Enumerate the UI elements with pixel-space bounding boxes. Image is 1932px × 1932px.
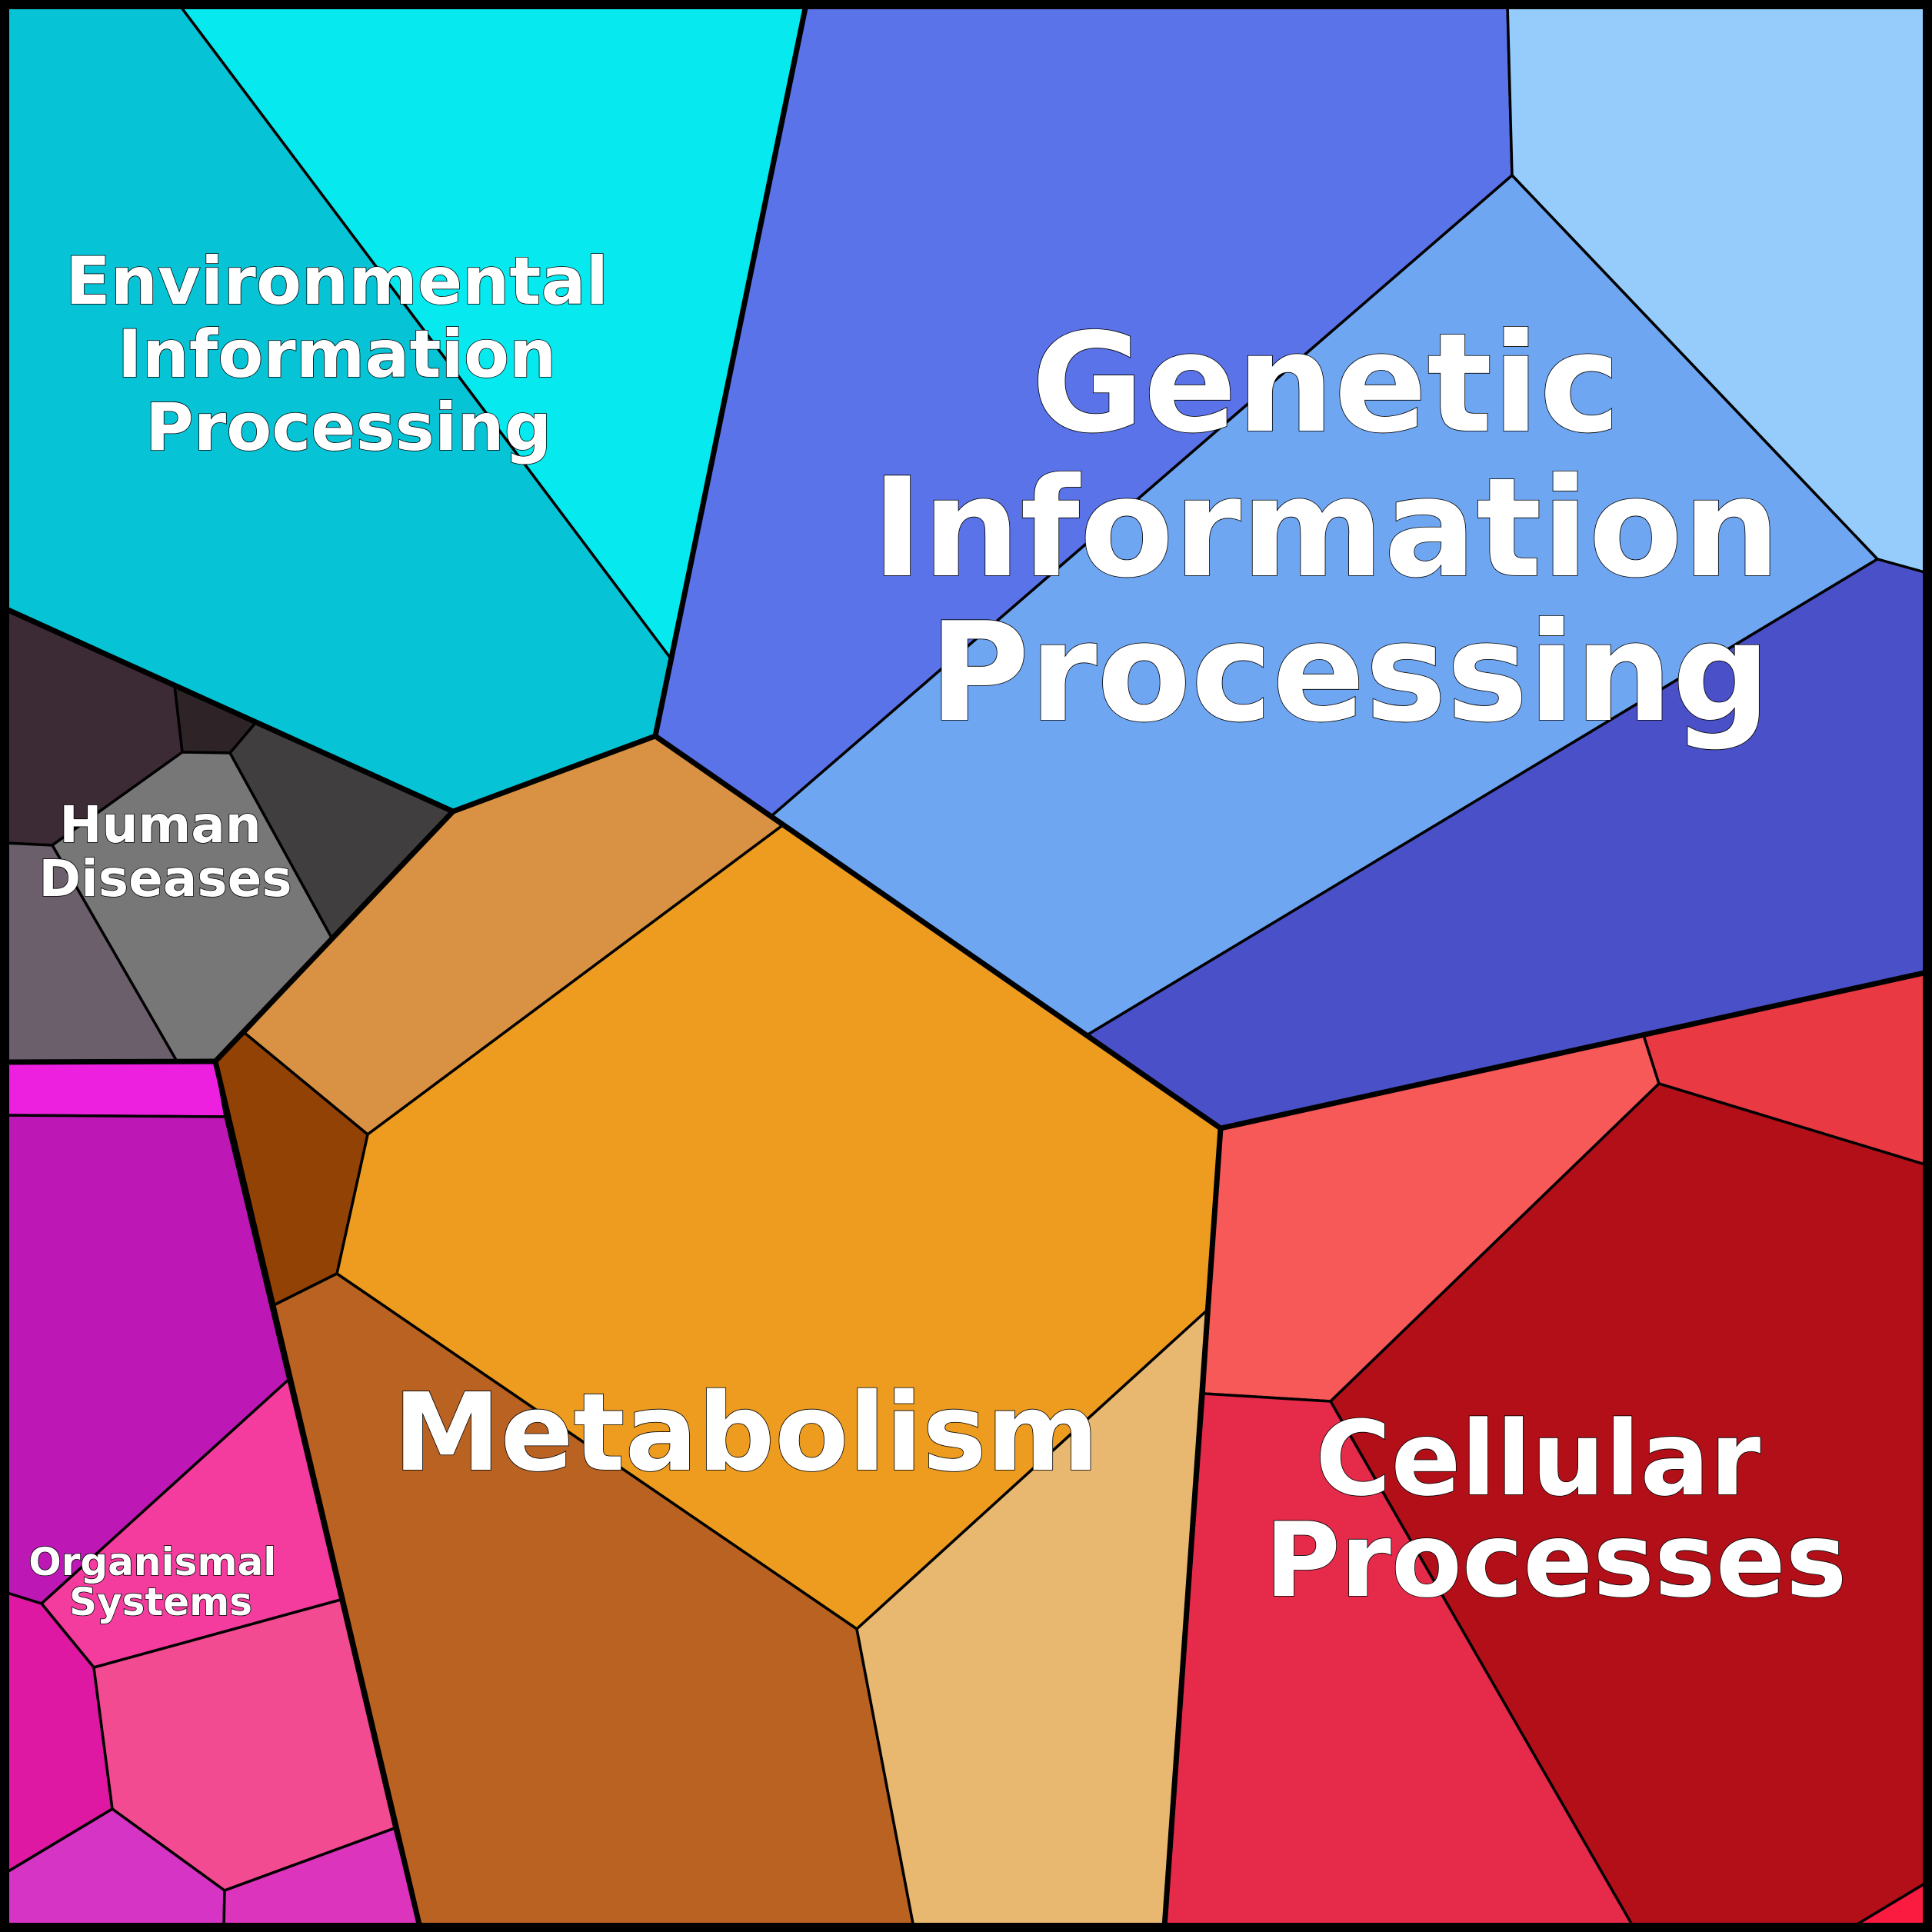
label-line: Processing xyxy=(929,593,1770,752)
label-metabolism: Metabolism xyxy=(393,1371,1098,1496)
group-human-diseases xyxy=(3,607,455,1064)
label-cellular-processes: Cellular Processes xyxy=(1265,1399,1847,1621)
border-environmental-human xyxy=(3,605,455,814)
label-line: Organismal xyxy=(28,1540,276,1584)
border-environmental-genetic xyxy=(652,4,809,737)
group-organismal-systems xyxy=(3,1060,421,1929)
group-metabolism xyxy=(214,734,1222,1929)
cell-organismal-1 xyxy=(3,1060,227,1118)
label-line: Cellular xyxy=(1315,1399,1760,1519)
label-human-diseases: Human Diseases xyxy=(38,795,291,908)
group-environmental-information-processing xyxy=(3,3,808,813)
border-metabolism-cellular xyxy=(1161,1128,1224,1928)
border-metabolism-top xyxy=(213,733,1928,1131)
label-line: Information xyxy=(118,316,557,393)
label-line: Systems xyxy=(69,1580,252,1624)
label-organismal-systems: Organismal Systems xyxy=(28,1540,290,1624)
label-line: Diseases xyxy=(38,849,291,908)
label-line: Processing xyxy=(145,389,551,466)
label-line: Genetic xyxy=(1031,304,1621,463)
group-borders xyxy=(3,4,1928,1928)
group-cellular-processes xyxy=(1163,971,1929,1929)
label-line: Metabolism xyxy=(393,1371,1098,1496)
label-line: Processes xyxy=(1265,1501,1847,1621)
label-line: Human xyxy=(59,795,261,854)
border-metabolism-organismal xyxy=(212,1061,423,1928)
label-line: Information xyxy=(871,448,1780,608)
border-human-organismal xyxy=(4,1058,216,1065)
label-line: Environmental xyxy=(65,243,608,320)
group-genetic-information-processing xyxy=(654,3,1929,1130)
label-genetic-information-processing: Genetic Information Processing xyxy=(871,304,1827,752)
label-environmental-information-processing: Environmental Information Processing xyxy=(65,243,631,466)
